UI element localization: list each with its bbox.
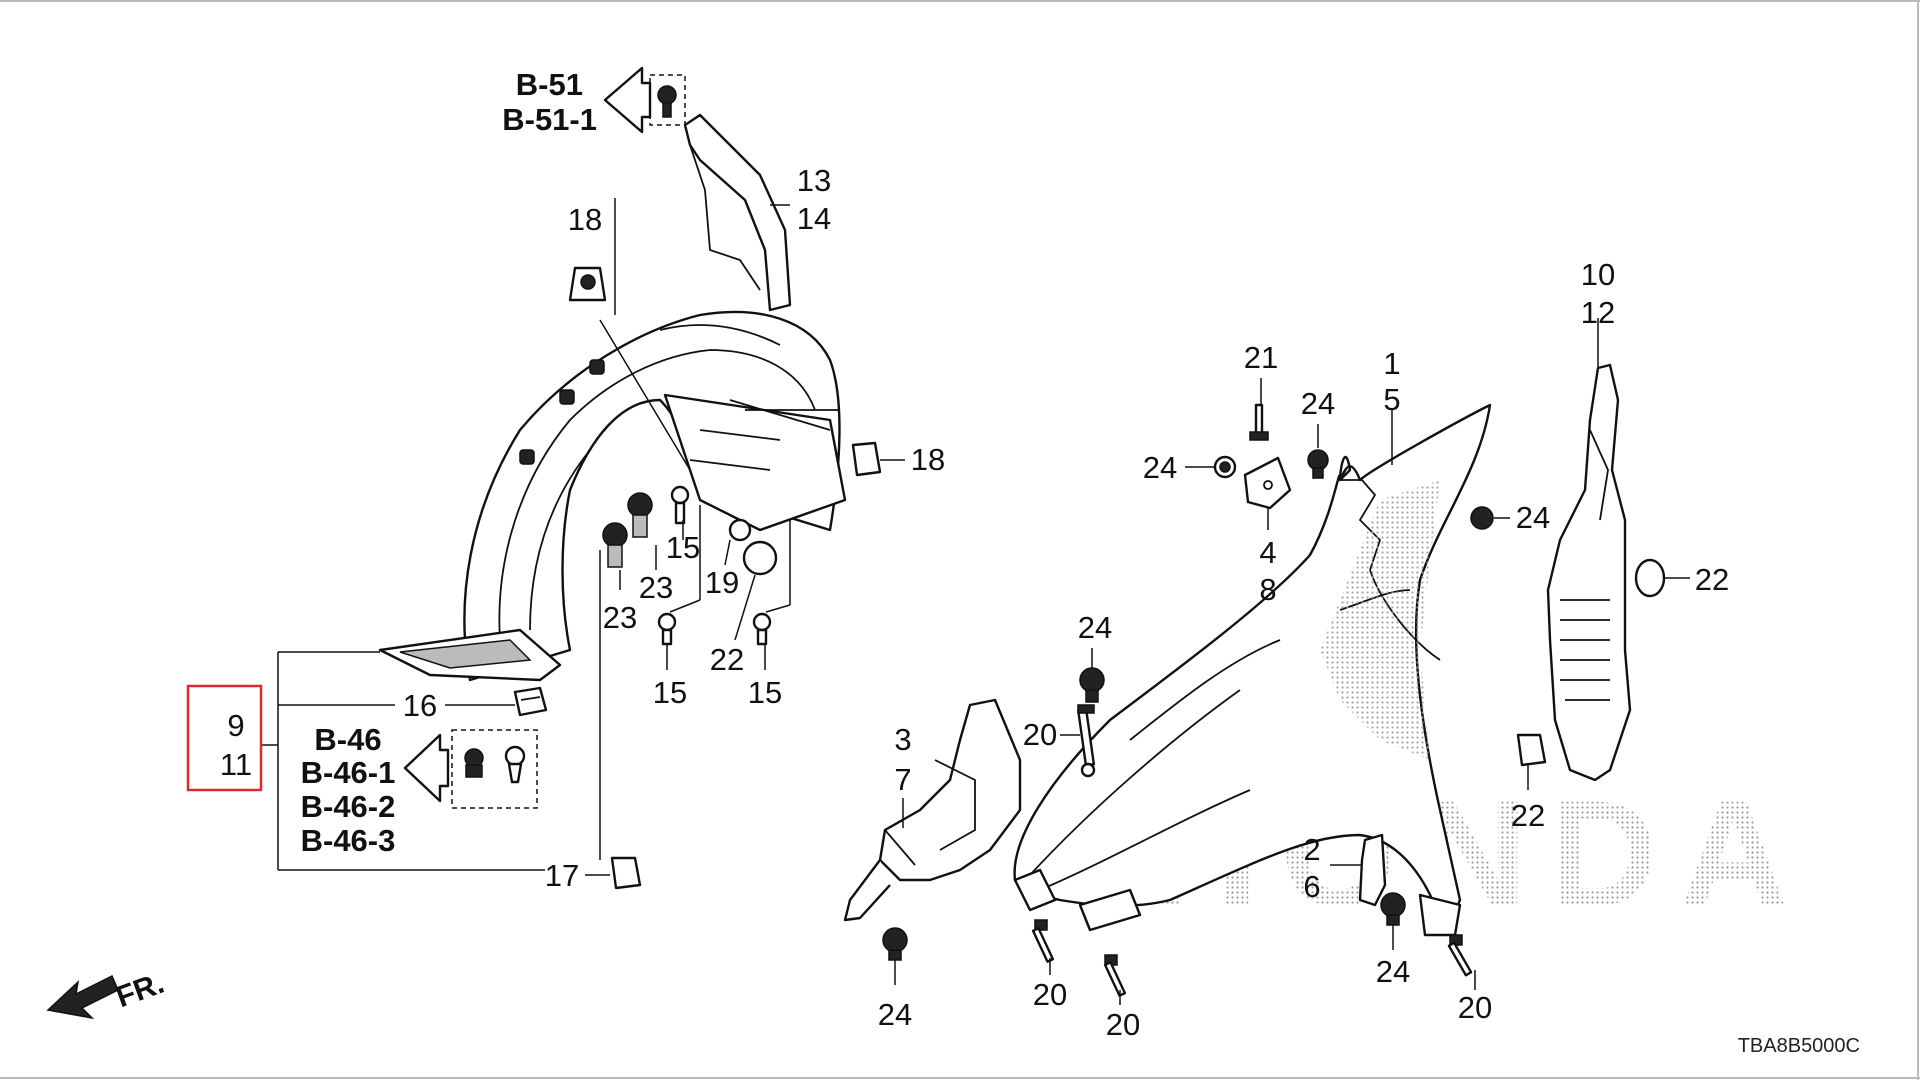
ref-b46: B-46 — [314, 722, 381, 757]
fender-mount-bracket-part[interactable] — [843, 698, 1022, 922]
clip-icon — [627, 492, 653, 538]
ref-b46-2: B-46-2 — [301, 789, 396, 824]
callout-11[interactable]: 11 — [220, 747, 252, 782]
callout-21: 21 — [1244, 340, 1278, 375]
ref-b51-group: B-51 B-51-1 — [502, 66, 686, 137]
callout-15-a: 15 — [666, 530, 700, 565]
front-fender-part[interactable] — [1013, 403, 1492, 937]
ref-b46-1: B-46-1 — [301, 755, 396, 790]
callout-24-top: 24 — [1301, 386, 1335, 421]
callout-20-bottom-c: 20 — [1458, 990, 1492, 1025]
callout-23-b: 23 — [603, 600, 637, 635]
callout-4: 4 — [1259, 535, 1276, 570]
cap-icon — [1634, 558, 1666, 598]
callout-14: 14 — [797, 201, 831, 236]
callout-6: 6 — [1303, 869, 1320, 904]
bolt-icon — [1031, 919, 1055, 963]
splash-shield-part[interactable] — [683, 113, 792, 312]
screw-icon — [752, 612, 772, 646]
ref-b46-group: B-46 B-46-1 B-46-2 B-46-3 — [301, 722, 538, 858]
ref-b46-arrow-icon — [403, 733, 450, 803]
front-label: FR. — [112, 967, 169, 1015]
callout-23-a: 23 — [639, 570, 673, 605]
clip-icon — [568, 266, 607, 302]
callout-10: 10 — [1581, 257, 1615, 292]
callout-20-bottom-b: 20 — [1106, 1007, 1140, 1042]
nut-icon — [1079, 667, 1105, 703]
callout-2: 2 — [1303, 832, 1320, 867]
callout-20-bottom-a: 20 — [1033, 977, 1067, 1012]
callout-18-top: 18 — [568, 202, 602, 237]
bolt-icon — [1103, 954, 1127, 997]
fender-seal-part[interactable] — [1546, 363, 1632, 782]
fender-liner-part[interactable] — [378, 310, 847, 682]
callout-9[interactable]: 9 — [227, 708, 244, 743]
clip-icon — [602, 522, 628, 568]
callout-12: 12 — [1581, 295, 1615, 330]
callout-15-c: 15 — [748, 675, 782, 710]
bolt-icon — [1249, 403, 1269, 441]
screw-icon — [670, 485, 690, 525]
callout-8: 8 — [1259, 572, 1276, 607]
clip-icon — [513, 686, 548, 717]
clip-icon — [657, 85, 677, 118]
screw-icon — [657, 612, 677, 646]
callout-19: 19 — [705, 565, 739, 600]
callout-17: 17 — [545, 858, 579, 893]
callout-18-right: 18 — [911, 442, 945, 477]
cap-icon — [742, 540, 778, 576]
nut-icon — [882, 927, 908, 961]
highlight-box — [186, 684, 263, 792]
callout-24-mid: 24 — [1078, 610, 1112, 645]
callout-22-a: 22 — [710, 642, 744, 677]
front-arrow-icon — [46, 974, 119, 1020]
callout-20-mid: 20 — [1023, 717, 1057, 752]
washer-icon — [1213, 455, 1237, 479]
callout-15-b: 15 — [653, 675, 687, 710]
clip-icon — [851, 441, 882, 477]
callout-22-right: 22 — [1695, 562, 1729, 597]
callout-24-left: 24 — [1143, 450, 1177, 485]
callout-24-right: 24 — [1516, 500, 1550, 535]
callout-24-bottom-right: 24 — [1376, 954, 1410, 989]
nut-icon — [1470, 506, 1494, 530]
callout-1: 1 — [1383, 346, 1400, 381]
callout-16: 16 — [403, 688, 437, 723]
nut-icon — [1307, 449, 1329, 479]
callout-24-bottom-left: 24 — [878, 997, 912, 1032]
clip-icon — [728, 518, 752, 542]
callout-5: 5 — [1383, 382, 1400, 417]
callout-3: 3 — [894, 722, 911, 757]
callout-7: 7 — [894, 762, 911, 797]
clip-icon — [504, 745, 526, 784]
ref-b46-3: B-46-3 — [301, 823, 396, 858]
clip-icon — [1516, 733, 1547, 767]
clip-icon — [610, 856, 642, 890]
callout-13: 13 — [797, 163, 831, 198]
front-direction-indicator: FR. — [46, 967, 169, 1020]
callout-22-lower: 22 — [1511, 798, 1545, 833]
ref-b51-1: B-51-1 — [502, 102, 597, 137]
diagram-code: TBA8B5000C — [1738, 1035, 1860, 1057]
bolt-icon — [1447, 934, 1473, 977]
fender-stay-part[interactable] — [1358, 833, 1387, 907]
ref-b51-arrow-icon — [603, 66, 652, 134]
ref-b51: B-51 — [516, 67, 583, 102]
clip-icon — [464, 748, 484, 778]
fender-bracket-part[interactable] — [1243, 456, 1292, 510]
